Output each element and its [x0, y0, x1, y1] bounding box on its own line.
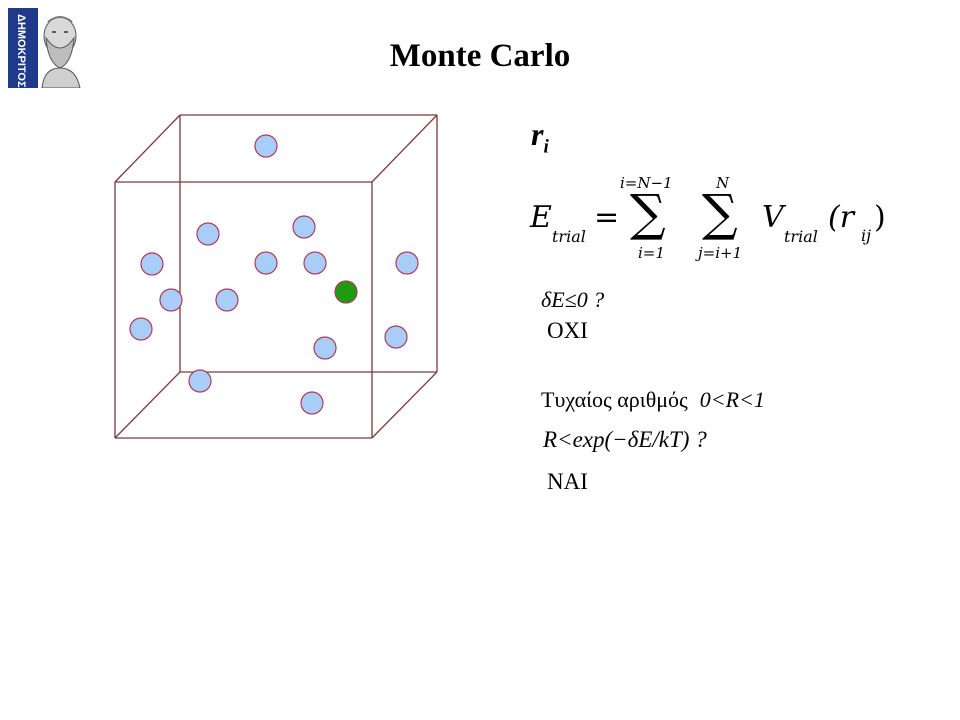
box-edge	[114, 371, 181, 439]
particle	[300, 391, 324, 415]
energy-condition: δE≤0 ?	[541, 287, 605, 312]
particle	[196, 222, 220, 246]
particle	[254, 251, 278, 275]
equation-lhs-sub: trial	[552, 227, 586, 246]
particle	[384, 325, 408, 349]
potential-term: V	[762, 200, 784, 235]
logo: ΔΗΜΟΚΡΙΤΟΣ	[8, 8, 81, 88]
logo-blue-band	[8, 8, 38, 88]
box-edge	[371, 114, 438, 183]
particle	[188, 369, 212, 393]
democritus-bust-icon	[41, 16, 81, 88]
random-number-line: Τυχαίος αριθμός 0<R<1	[541, 387, 765, 413]
particle	[254, 134, 278, 158]
box-edge	[371, 371, 438, 439]
position-vector-index: i	[543, 136, 549, 158]
box-edge	[114, 114, 181, 183]
equation-equals: =	[594, 200, 620, 235]
particle	[292, 215, 316, 239]
potential-arg-close: )	[874, 200, 886, 235]
particle	[215, 288, 239, 312]
particle	[159, 288, 183, 312]
particle	[129, 317, 153, 341]
position-vector-symbol: r	[531, 116, 544, 152]
selected-particle	[334, 280, 358, 304]
potential-arg: (r	[828, 200, 855, 235]
sum1-upper: i=N−1	[620, 174, 673, 192]
acceptance-condition: R<exp(−δE/kT) ?	[543, 427, 707, 452]
sum1-symbol: ∑	[630, 184, 666, 242]
random-number-label: Τυχαίος αριθμός	[541, 387, 688, 412]
potential-term-sub: trial	[784, 227, 818, 246]
particle	[303, 251, 327, 275]
random-number-range: 0<R<1	[699, 387, 765, 412]
position-vector: ri	[531, 116, 549, 158]
particle	[313, 336, 337, 360]
sum2-lower: j=i+1	[698, 244, 743, 262]
sum2-symbol: ∑	[702, 184, 738, 242]
sum2-upper: N	[716, 174, 730, 192]
potential-arg-sub: ij	[861, 226, 872, 245]
answer-yes: ΝΑΙ	[547, 469, 588, 494]
particle	[140, 252, 164, 276]
sum1-lower: i=1	[638, 244, 665, 262]
equation-lhs: E	[530, 200, 552, 235]
answer-no: ΟΧΙ	[547, 318, 588, 343]
particle	[395, 251, 419, 275]
energy-equation: E trial = i=N−1 ∑ i=1 N ∑ j=i+1 V trial …	[530, 170, 910, 270]
slide-title: Monte Carlo	[389, 38, 571, 74]
logo-text: ΔΗΜΟΚΡΙΤΟΣ	[15, 14, 27, 88]
